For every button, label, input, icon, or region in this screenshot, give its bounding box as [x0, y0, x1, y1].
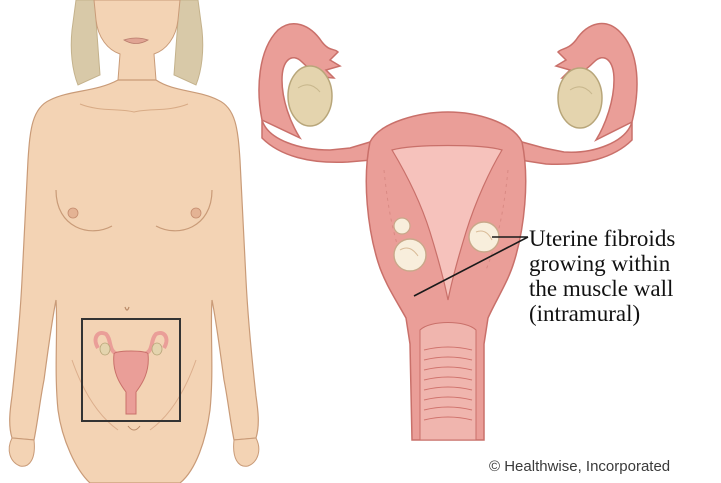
right-ovary — [558, 68, 602, 128]
fibroid-small-left — [394, 218, 410, 234]
callout-line-4: (intramural) — [529, 301, 719, 326]
callout-line-1: Uterine fibroids — [529, 226, 719, 251]
left-ovary — [288, 66, 332, 126]
right-hand — [234, 438, 259, 466]
copyright-credit: © Healthwise, Incorporated — [489, 458, 717, 476]
torso — [10, 80, 259, 483]
left-hand — [9, 438, 34, 466]
fibroid-callout-label: Uterine fibroids growing within the musc… — [529, 226, 719, 326]
left-nipple — [68, 208, 78, 218]
callout-line-3: the muscle wall — [529, 276, 719, 301]
fibroid-large-left — [394, 239, 426, 271]
cervical-canal — [420, 323, 476, 441]
right-nipple — [191, 208, 201, 218]
callout-line-2: growing within — [529, 251, 719, 276]
